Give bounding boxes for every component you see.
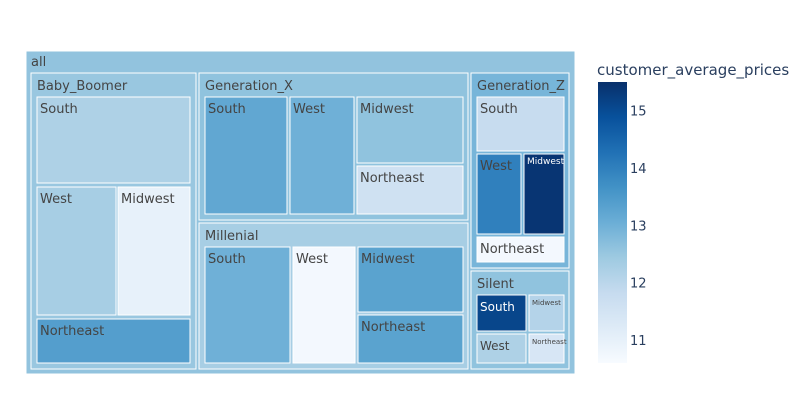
treemap-tile[interactable]	[357, 314, 464, 364]
treemap-tile-label: South	[480, 300, 515, 314]
treemap-tile[interactable]	[476, 96, 565, 152]
treemap-tile-label: West	[293, 102, 325, 117]
colorbar-tick-label: 13	[630, 219, 647, 234]
treemap-tile-label: Midwest	[532, 299, 561, 307]
treemap-tile[interactable]	[357, 246, 464, 313]
treemap-tile-label: West	[480, 339, 510, 353]
treemap-tile[interactable]	[476, 333, 527, 364]
treemap-tile-label: West	[40, 192, 72, 207]
treemap-tile[interactable]	[117, 186, 191, 316]
treemap-tile-label: West	[480, 159, 512, 174]
treemap-tile[interactable]	[523, 153, 565, 235]
treemap-tile-label: South	[480, 102, 518, 117]
treemap-tile-label: Northeast	[532, 338, 567, 346]
treemap-tile-label: Midwest	[121, 192, 175, 207]
treemap-tile-label: Midwest	[361, 252, 415, 267]
treemap-tile[interactable]	[289, 96, 355, 215]
treemap-tile[interactable]	[356, 165, 464, 215]
treemap-tile[interactable]	[36, 186, 117, 316]
treemap-tile[interactable]	[356, 96, 464, 164]
treemap-tile-label: Northeast	[480, 242, 544, 257]
treemap-tile[interactable]	[476, 294, 527, 332]
colorbar-tick-label: 11	[630, 334, 647, 349]
treemap-tile[interactable]	[204, 246, 291, 364]
treemap-tile[interactable]	[36, 318, 191, 364]
treemap-group-label: Millenial	[205, 229, 258, 244]
treemap-tile[interactable]	[292, 246, 356, 364]
treemap-tile-label: South	[208, 252, 246, 267]
treemap-tile[interactable]	[36, 96, 191, 184]
treemap-tile-label: Midwest	[360, 102, 414, 117]
treemap-tile-label: Northeast	[40, 324, 104, 339]
colorbar-title: customer_average_prices	[597, 61, 789, 80]
treemap-tile[interactable]	[476, 236, 565, 263]
treemap-tile-label: Midwest	[527, 157, 565, 167]
treemap-tile[interactable]	[528, 333, 565, 364]
treemap-group-label: Generation_X	[205, 79, 293, 94]
treemap-tile[interactable]	[476, 153, 522, 235]
colorbar-tick-label: 12	[630, 277, 647, 292]
treemap-root-label: all	[31, 55, 46, 70]
colorbar-tick-label: 14	[630, 162, 647, 177]
colorbar-gradient	[598, 82, 627, 363]
treemap-tile-label: South	[40, 102, 78, 117]
treemap-group-label: Silent	[477, 277, 514, 292]
treemap-tile-label: Northeast	[360, 171, 424, 186]
treemap-group-label: Generation_Z	[477, 79, 565, 94]
treemap-tile-label: West	[296, 252, 328, 267]
treemap-tile[interactable]	[528, 294, 565, 332]
treemap-tile[interactable]	[204, 96, 288, 215]
treemap-group-label: Baby_Boomer	[37, 79, 128, 94]
treemap-tile-label: Northeast	[361, 320, 425, 335]
treemap-tile-label: South	[208, 102, 246, 117]
colorbar-tick-label: 15	[630, 105, 647, 120]
